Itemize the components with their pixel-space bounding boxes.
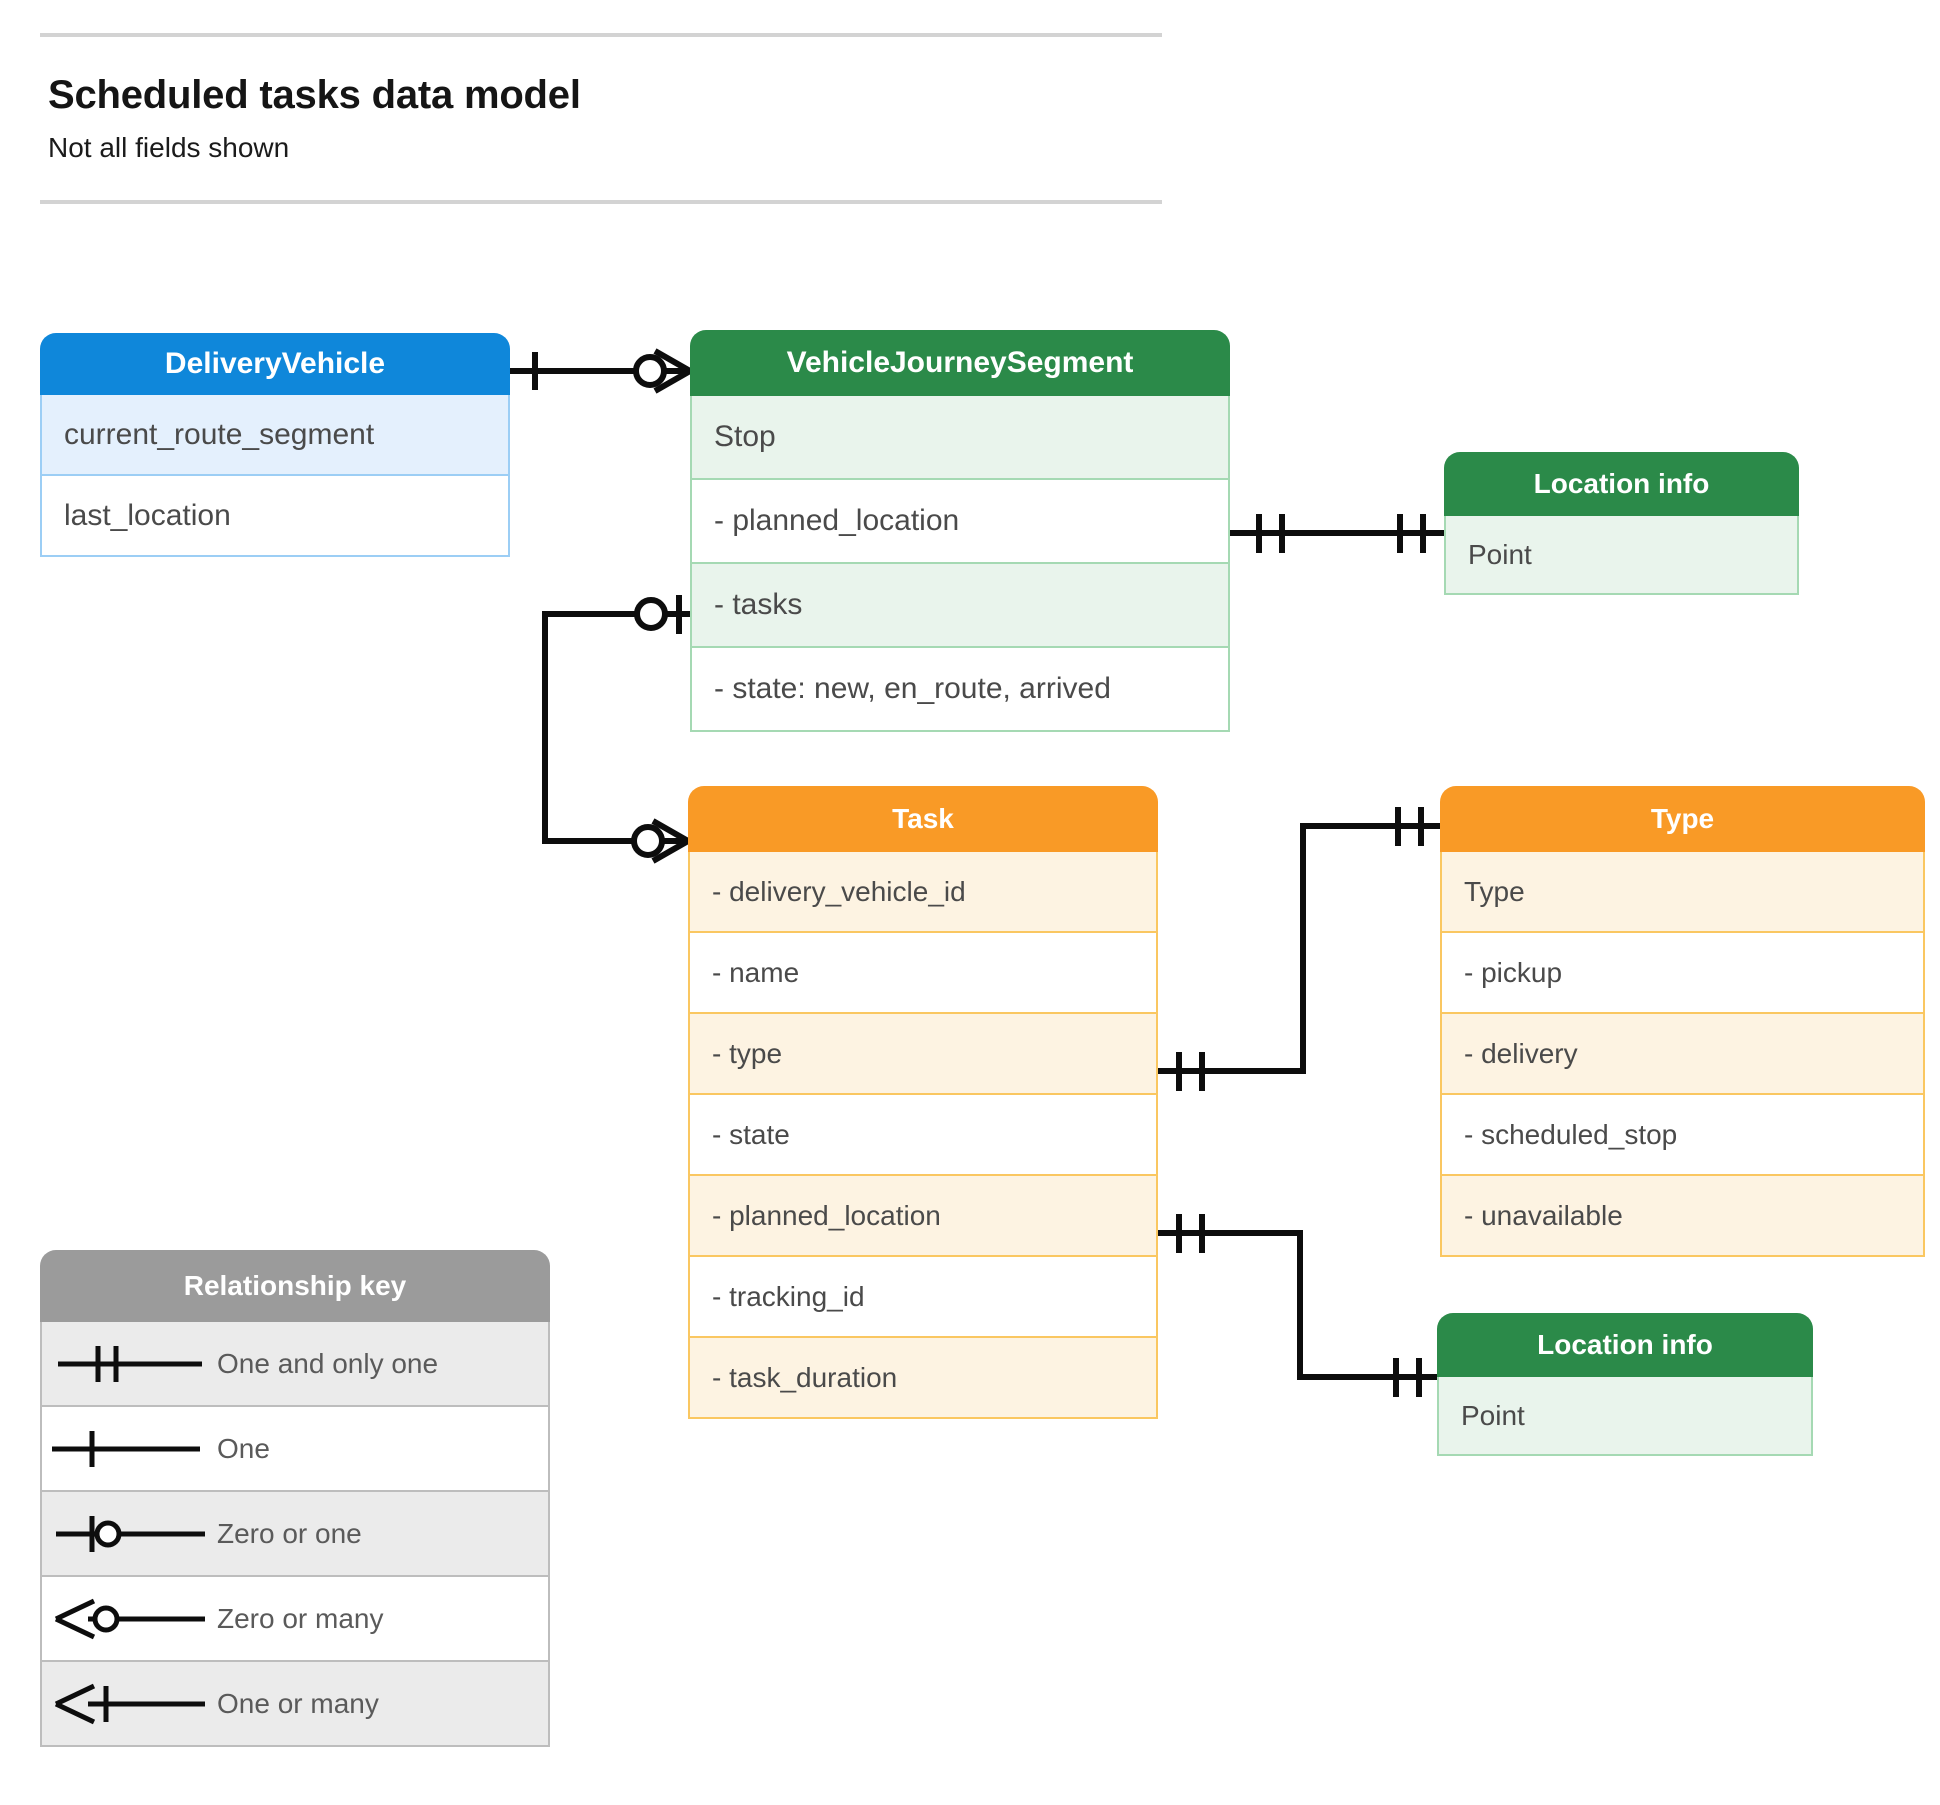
header-divider-top: [40, 33, 1162, 37]
legend-item-label: Zero or one: [217, 1517, 362, 1549]
entity-field-row: - delivery: [1440, 1014, 1925, 1095]
legend-item: One and only one: [40, 1322, 550, 1407]
entity-delivery-vehicle[interactable]: DeliveryVehicle current_route_segment la…: [40, 333, 510, 557]
entity-task[interactable]: Task - delivery_vehicle_id - name - type…: [688, 786, 1158, 1419]
legend-item: Zero or many: [40, 1577, 550, 1662]
legend-item: Zero or one: [40, 1492, 550, 1577]
entity-field-row: - tasks: [690, 564, 1230, 648]
entity-title-location-info-top: Location info: [1444, 452, 1799, 516]
entity-field-row: - unavailable: [1440, 1176, 1925, 1257]
legend-item-label: Zero or many: [217, 1602, 384, 1634]
entity-field-row: - planned_location: [690, 480, 1230, 564]
entity-title-type: Type: [1440, 786, 1925, 852]
entity-field-row: current_route_segment: [40, 395, 510, 476]
relationship-key-legend[interactable]: Relationship key One and only one One: [40, 1250, 550, 1747]
entity-field-row: - planned_location: [688, 1176, 1158, 1257]
entity-title-delivery-vehicle: DeliveryVehicle: [40, 333, 510, 395]
entity-field-row: - tracking_id: [688, 1257, 1158, 1338]
entity-location-info-bottom[interactable]: Location info Point: [1437, 1313, 1813, 1456]
legend-title: Relationship key: [40, 1250, 550, 1322]
entity-field-row: Point: [1444, 516, 1799, 595]
page-subtitle: Not all fields shown: [48, 132, 290, 163]
page-title: Scheduled tasks data model: [48, 73, 581, 117]
legend-item: One or many: [40, 1662, 550, 1747]
one-icon: [42, 1424, 217, 1474]
entity-field-row: - scheduled_stop: [1440, 1095, 1925, 1176]
entity-field-row: - name: [688, 933, 1158, 1014]
entity-field-row: - type: [688, 1014, 1158, 1095]
entity-title-vehicle-journey-segment: VehicleJourneySegment: [690, 330, 1230, 396]
zero-or-one-icon: [42, 1509, 217, 1559]
zero-or-many-icon: [42, 1594, 217, 1644]
entity-field-row: - delivery_vehicle_id: [688, 852, 1158, 933]
entity-field-row: last_location: [40, 476, 510, 557]
entity-title-location-info-bottom: Location info: [1437, 1313, 1813, 1377]
entity-location-info-top[interactable]: Location info Point: [1444, 452, 1799, 595]
legend-item-label: One and only one: [217, 1347, 439, 1379]
entity-type[interactable]: Type Type - pickup - delivery - schedule…: [1440, 786, 1925, 1257]
entity-field-row: - state: [688, 1095, 1158, 1176]
legend-item-label: One: [217, 1432, 270, 1464]
entity-field-row: - task_duration: [688, 1338, 1158, 1419]
legend-item-label: One or many: [217, 1687, 379, 1719]
header-divider-bottom: [40, 200, 1162, 204]
entity-title-task: Task: [688, 786, 1158, 852]
entity-field-row: - state: new, en_route, arrived: [690, 648, 1230, 732]
entity-field-row: - pickup: [1440, 933, 1925, 1014]
entity-field-row: Stop: [690, 396, 1230, 480]
one-and-only-one-icon: [42, 1339, 217, 1389]
one-or-many-icon: [42, 1679, 217, 1729]
entity-field-row: Point: [1437, 1377, 1813, 1456]
legend-item: One: [40, 1407, 550, 1492]
entity-vehicle-journey-segment[interactable]: VehicleJourneySegment Stop - planned_loc…: [690, 330, 1230, 732]
entity-field-row: Type: [1440, 852, 1925, 933]
